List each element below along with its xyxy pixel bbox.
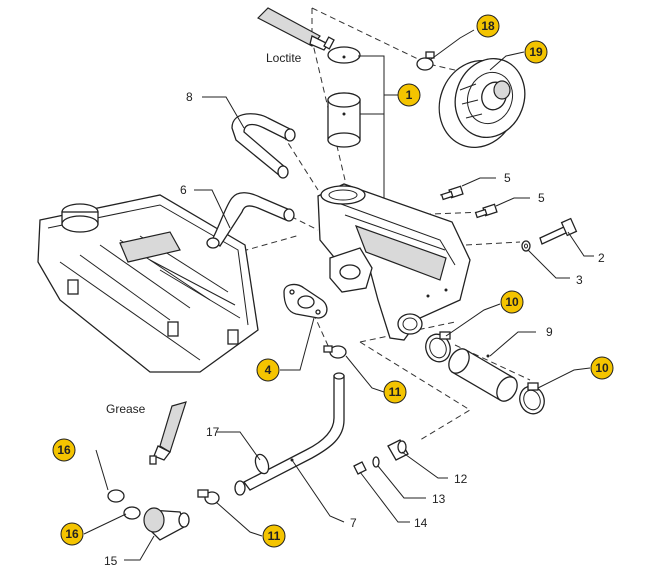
badge-10-lower: 10 <box>590 356 614 380</box>
lower-hose <box>206 192 295 249</box>
callout-15: 15 <box>104 554 118 567</box>
grease-label: Grease <box>106 402 146 416</box>
leader-6 <box>194 189 231 229</box>
lock-washer <box>372 456 380 468</box>
bolt-lower <box>474 203 498 219</box>
svg-text:10: 10 <box>595 361 609 375</box>
leader-17 <box>216 431 261 461</box>
hose-clamp-upper <box>425 331 451 363</box>
badge-4: 4 <box>256 358 280 382</box>
hose-clamp-lower <box>519 382 545 415</box>
o-ring-upper <box>107 489 125 503</box>
badge-18: 18 <box>476 14 500 38</box>
grommet <box>254 453 270 475</box>
elbow-fitting <box>143 507 190 541</box>
bolt-upper <box>440 185 464 201</box>
leader-18 <box>429 29 475 61</box>
callout-3: 3 <box>576 273 583 287</box>
badge-16-upper: 16 <box>52 438 76 462</box>
callout-9: 9 <box>546 325 553 339</box>
valve-cover <box>37 194 259 373</box>
svg-text:1: 1 <box>406 88 413 102</box>
callout-12: 12 <box>454 472 468 486</box>
svg-text:16: 16 <box>57 443 71 457</box>
leader-8 <box>202 96 245 129</box>
gasket <box>283 283 328 319</box>
washer <box>521 240 531 252</box>
leader-12 <box>401 451 448 479</box>
leader-2 <box>567 231 594 257</box>
leader-11a <box>345 355 385 393</box>
callout-17: 17 <box>206 425 220 439</box>
svg-text:10: 10 <box>505 295 519 309</box>
callout-5-lower: 5 <box>538 191 545 205</box>
svg-text:19: 19 <box>529 45 543 59</box>
small-clamp-upper <box>323 345 347 359</box>
breather-tube <box>234 372 345 496</box>
upper-hose <box>231 113 296 179</box>
leader-11b <box>215 501 263 537</box>
callout-2: 2 <box>598 251 605 265</box>
svg-text:11: 11 <box>389 385 402 399</box>
svg-text:11: 11 <box>268 529 281 543</box>
callout-5-upper: 5 <box>504 171 511 185</box>
loctite-tube <box>256 7 335 51</box>
callout-7: 7 <box>350 516 357 530</box>
leader-16a <box>95 449 109 491</box>
badge-19: 19 <box>524 40 548 64</box>
leader-4 <box>280 317 315 371</box>
nut <box>353 461 367 475</box>
leader-13 <box>377 465 426 499</box>
leader-10a <box>445 303 501 337</box>
intake-manifold <box>317 183 471 341</box>
leader-9 <box>489 331 536 357</box>
leader-16b <box>83 513 127 535</box>
small-clamp <box>416 51 435 71</box>
badge-11-lower: 11 <box>262 524 286 548</box>
loctite-label: Loctite <box>266 51 302 65</box>
oil-filler-cap <box>61 203 99 233</box>
rubber-sleeve <box>448 348 518 402</box>
leader-15 <box>124 535 155 561</box>
leader-1-a <box>358 55 385 200</box>
fan-shroud <box>438 58 526 148</box>
leader-7 <box>291 459 345 523</box>
long-bolt <box>539 217 578 245</box>
svg-text:16: 16 <box>65 527 79 541</box>
badge-10-upper: 10 <box>500 290 524 314</box>
leader-3 <box>527 249 570 279</box>
sleeve-cylinder <box>327 92 361 148</box>
svg-text:4: 4 <box>265 363 272 377</box>
cap-disc <box>327 46 361 64</box>
spacer <box>387 439 409 461</box>
o-ring-lower <box>123 506 141 520</box>
callout-6: 6 <box>180 183 187 197</box>
callout-8: 8 <box>186 90 193 104</box>
leader-10b <box>537 367 591 389</box>
svg-text:18: 18 <box>481 19 495 33</box>
leader-14 <box>359 471 410 523</box>
small-clamp-lower <box>197 489 220 505</box>
badge-11-upper: 11 <box>383 380 407 404</box>
leader-19 <box>489 51 525 71</box>
callout-13: 13 <box>432 492 446 506</box>
leader-5a <box>461 177 496 187</box>
callout-14: 14 <box>414 516 428 530</box>
leader-5b <box>495 197 530 207</box>
badge-1: 1 <box>397 83 421 107</box>
badge-16-lower: 16 <box>60 522 84 546</box>
grease-tube <box>149 401 187 465</box>
